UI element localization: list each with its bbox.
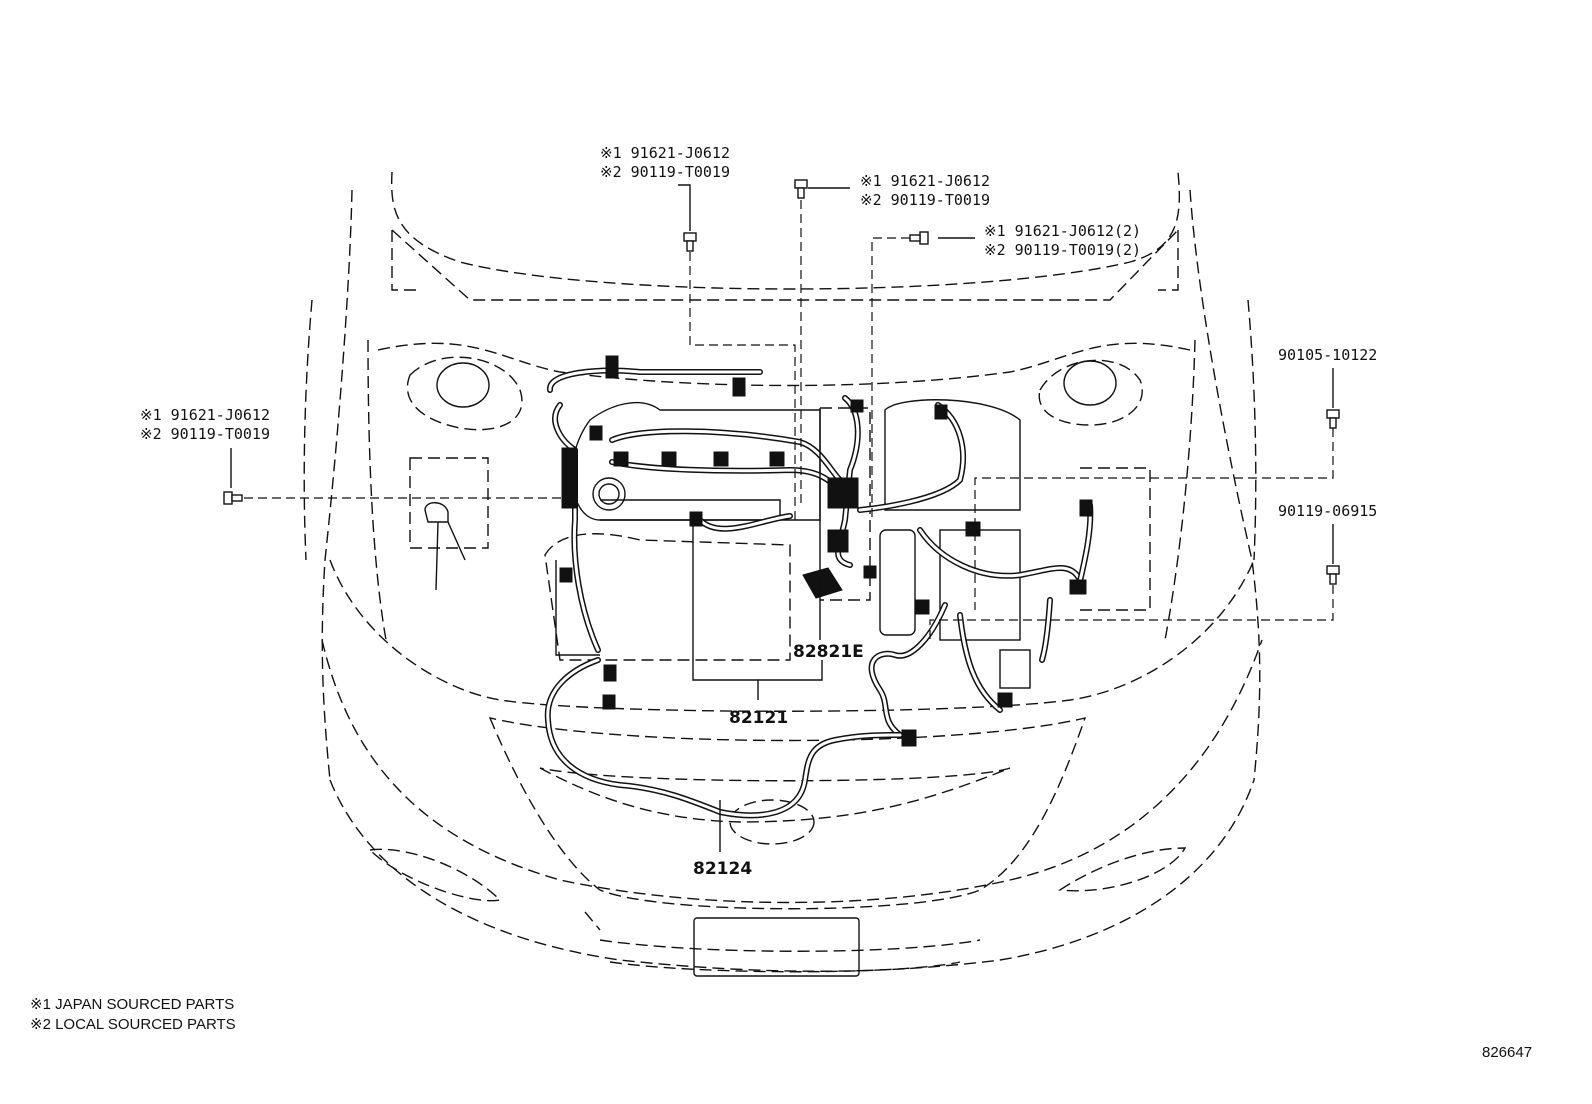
callout-line: ※1 91621-J0612 [600,144,730,162]
engine-components [409,399,1151,689]
callout-line: ※2 90119-T0019 [600,163,730,181]
part-label-82124: 82124 [693,859,752,879]
callout-right-lower: 90119-06915 [1278,502,1377,520]
callout-line: ※2 90119-T0019 [860,191,990,209]
legend-note: ※1 JAPAN SOURCED PARTS [30,996,234,1013]
callout-line: 90105-10122 [1278,346,1377,364]
callout-line: ※1 91621-J0612 [140,406,270,424]
bolt-icons [223,179,1340,585]
part-label-82121: 82121 [729,708,788,728]
sourcing-legend: ※1 JAPAN SOURCED PARTS ※2 LOCAL SOURCED … [30,996,236,1033]
bolt-icon [223,491,243,505]
callout-left: ※1 91621-J0612 ※2 90119-T0019 [140,406,270,443]
vehicle-body-outline [303,171,1263,977]
legend-note: ※2 LOCAL SOURCED PARTS [30,1016,236,1033]
callout-top-right: ※1 91621-J0612(2) ※2 90119-T0019(2) [984,222,1141,259]
bolt-icon [1326,409,1340,429]
wire-harness-82124 [544,657,903,819]
callout-right-upper: 90105-10122 [1278,346,1377,364]
callout-line: 90119-06915 [1278,502,1377,520]
callout-top-center: ※1 91621-J0612 ※2 90119-T0019 [860,172,990,209]
callout-line: ※1 91621-J0612(2) [984,222,1141,240]
part-label-82821e: 82821E [793,642,864,662]
callout-line: ※2 90119-T0019 [140,425,270,443]
wire-harness-82121 [868,597,1053,738]
illustration-number: 826647 [1482,1044,1532,1061]
leader-lines [230,184,1334,852]
wire-harness-82821e [547,367,1094,653]
bolt-icon [1326,565,1340,585]
bolt-icon [909,231,929,245]
bolt-icon [794,179,808,199]
bolt-icon [683,232,697,252]
callout-line: ※2 90119-T0019(2) [984,241,1141,259]
callout-top-left: ※1 91621-J0612 ※2 90119-T0019 [600,144,730,181]
callout-line: ※1 91621-J0612 [860,172,990,190]
